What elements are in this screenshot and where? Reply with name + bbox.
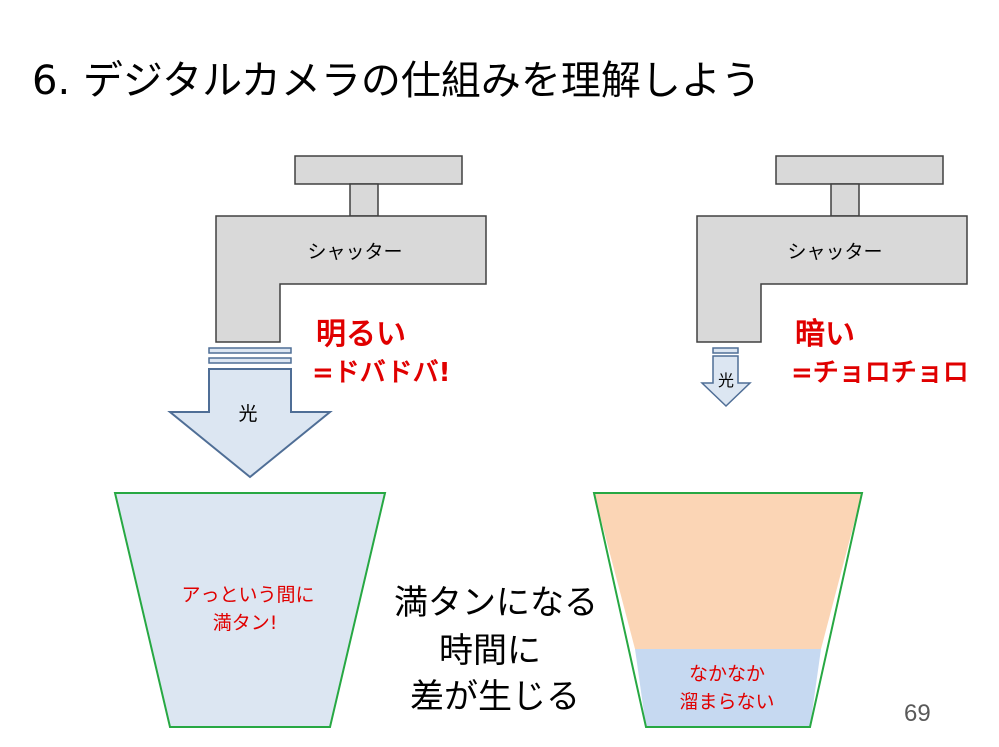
right-bucket-water [635,649,821,727]
right-water-stream [712,347,739,354]
left-water-stream [208,347,292,364]
page-number: 69 [904,700,931,727]
left-bucket [113,492,387,728]
center-text-line2: 時間に [439,631,541,671]
right-faucet-handle [775,155,944,185]
left-caption-bright: 明るい [316,317,406,352]
left-light-arrow [167,368,333,479]
right-faucet-body [696,215,968,343]
left-caption-dobadoba: =ドバドバ! [312,358,450,388]
right-faucet-stem [830,183,860,217]
right-bucket-text-line2: 溜まらない [679,691,774,713]
right-light-label: 光 [718,371,734,390]
right-shutter-label: シャッター [787,241,882,263]
left-shutter-label: シャッター [307,241,402,263]
left-light-label: 光 [238,403,257,425]
left-faucet-stem [349,183,379,217]
right-light-arrow [700,355,752,408]
left-faucet-handle [294,155,463,185]
right-caption-dark: 暗い [795,317,855,352]
left-bucket-text-line2: 満タン! [213,612,278,634]
slide-title: 6. デジタルカメラの仕組みを理解しよう [32,58,761,104]
left-faucet-body [215,215,487,343]
center-text-line3: 差が生じる [410,677,580,717]
right-caption-chorochoro: =チョロチョロ [791,358,969,388]
right-faucet: シャッター [696,155,968,343]
center-text-line1: 満タンになる [394,583,598,623]
right-bucket-text-line1: なかなか [689,663,765,685]
left-bucket-text-line1: アっという間に [181,584,314,606]
right-bucket [592,492,864,728]
left-faucet: シャッター [215,155,487,343]
right-bucket-empty-part [594,493,862,649]
